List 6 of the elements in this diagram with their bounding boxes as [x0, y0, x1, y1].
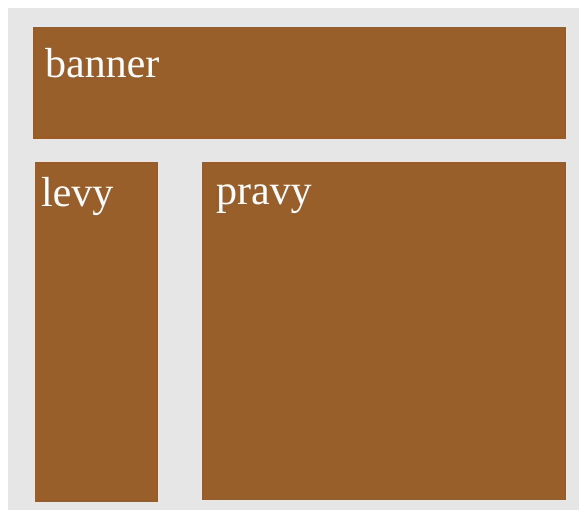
layout-block [202, 162, 566, 500]
block-label: banner [45, 43, 160, 85]
layout-block [35, 162, 158, 502]
block-label: pravy [216, 170, 312, 212]
layout-block [33, 27, 566, 139]
block-label: levy [41, 172, 114, 214]
